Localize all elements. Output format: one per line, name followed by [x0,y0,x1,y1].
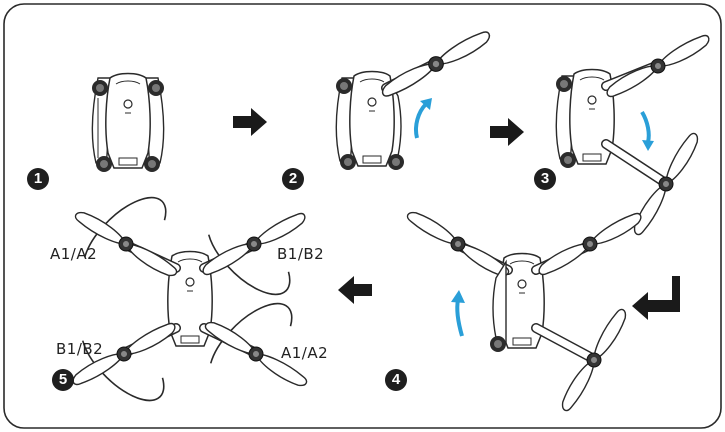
step-badge-4: 4 [385,369,407,391]
label-top-right: B1/B2 [277,245,325,263]
step-badge-5: 5 [52,369,74,391]
drone-step5 [70,196,310,402]
label-top-left: A1/A2 [50,245,98,263]
rotation-arrow-icon [455,299,464,337]
prop-guard [207,234,291,296]
prop-guard [83,196,167,258]
step-arrow-icon [490,118,524,146]
step-badge-3: 3 [534,168,556,190]
prop-guard [209,302,293,364]
step-arrow-icon [632,276,680,320]
step-arrow-icon [338,276,372,304]
drone-step2 [335,27,493,170]
drone-step1 [91,72,165,172]
rotation-arrow-icon [414,102,428,139]
drone-step4 [404,208,644,414]
step-arrow-icon [233,108,267,136]
label-bottom-left: B1/B2 [56,340,104,358]
label-bottom-right: A1/A2 [281,344,329,362]
rotation-arrow-icon [640,110,651,143]
step-badge-1: 1 [27,168,49,190]
step-badge-2: 2 [282,168,304,190]
drone-step3 [555,30,712,238]
prop-guard [81,340,165,402]
